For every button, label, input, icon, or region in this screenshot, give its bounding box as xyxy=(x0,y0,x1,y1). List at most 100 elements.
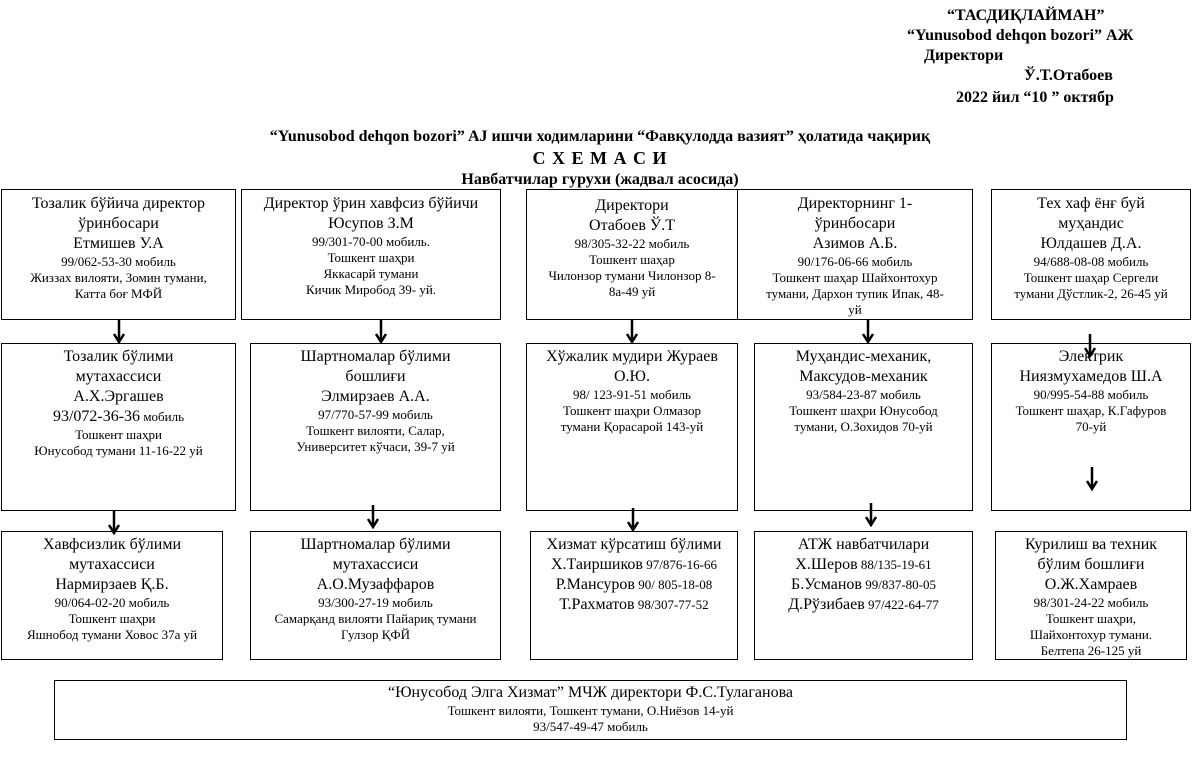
card-construction-head: Курилиш ва техник бўлим бошлиғи О.Ж.Хамр… xyxy=(995,531,1187,660)
card-contractor: “Юнусобод Элга Хизмат” МЧЖ директори Ф.С… xyxy=(54,680,1127,740)
card-address: Тошкент шаҳар Сергели xyxy=(1023,270,1159,285)
card-address: Яккасарй тумани xyxy=(323,266,419,281)
arrow-down-icon xyxy=(1083,334,1097,358)
card-address: Кичик Миробод 39- уй. xyxy=(305,282,437,297)
card-safety-deputy: Директор ўрин хавфсиз бўйичи Юсупов З.М … xyxy=(241,189,501,320)
card-person: О.Ю. xyxy=(614,368,650,385)
card-title: Хавфсизлик бўлими xyxy=(42,536,182,553)
card-title: Тозалик бўлими xyxy=(63,348,174,365)
arrow-down-icon xyxy=(626,508,640,532)
card-title: бошлиғи xyxy=(345,368,406,385)
card-phone-type: мобиль xyxy=(140,409,185,424)
arrow-down-icon xyxy=(1085,467,1099,491)
card-facility-manager: Хўжалик мудири Жураев О.Ю. 98/ 123-91-51… xyxy=(526,343,738,511)
card-person: Максудов-механик xyxy=(799,368,928,385)
card-address: Яшнобод тумани Ховос 37а уй xyxy=(26,627,198,642)
card-address: Тошкент шаҳар xyxy=(589,252,675,267)
card-address: Гулзор ҚФЙ xyxy=(340,627,411,642)
list-item: Д.Рўзибаев 97/422-64-77 xyxy=(755,595,972,615)
card-phone: 90/995-54-88 мобиль xyxy=(1033,387,1149,402)
card-title: Директор ўрин хавфсиз бўйичи xyxy=(263,195,479,212)
card-director: Директори Отабоев Ў.Т 98/305-32-22 мобил… xyxy=(526,189,738,320)
card-phone-number: 93/072-36-36 xyxy=(52,408,141,425)
card-mechanical-engineer: Муҳандис-механик, Максудов-механик 93/58… xyxy=(754,343,973,511)
card-security-specialist: Хавфсизлик бўлими мутахассиси Нармирзаев… xyxy=(1,531,223,660)
card-address: тумани Дўстлик-2, 26-45 уй xyxy=(1014,286,1168,301)
arrow-down-icon xyxy=(374,320,388,344)
staff-phone: 90/ 805-18-08 xyxy=(634,577,713,592)
list-item: Р.Мансуров 90/ 805-18-08 xyxy=(531,575,737,595)
approval-signatory: Ў.Т.Отабоев xyxy=(1024,67,1113,84)
card-address: Тошкент шаҳар, К.Гафуров xyxy=(1015,403,1167,418)
card-address: Университет кўчаси, 39-7 уй xyxy=(296,439,455,454)
approval-position: Директори xyxy=(924,47,1004,64)
staff-phone: 97/876-16-66 xyxy=(642,557,718,572)
card-person: Азимов А.Б. xyxy=(812,235,898,252)
document-title: “Yunusobod dehqon bozori” AJ ишчи ходимл… xyxy=(269,128,931,145)
arrow-down-icon xyxy=(107,511,121,535)
card-first-deputy: Директорнинг 1- ўринбосари Азимов А.Б. 9… xyxy=(737,189,973,320)
card-address: Тошкент вилояти, Салар, xyxy=(306,423,445,438)
card-address: Самарқанд вилояти Пайариқ тумани xyxy=(274,611,477,626)
card-person: А.Х.Эргашев xyxy=(73,388,164,405)
card-title: бўлим бошлиғи xyxy=(1037,556,1145,573)
list-item: Х.Шеров 88/135-19-61 xyxy=(755,555,972,575)
card-phone: 98/305-32-22 мобиль xyxy=(574,236,690,251)
card-title: ўринбосари xyxy=(814,215,896,232)
card-title: Хизмат кўрсатиш бўлими xyxy=(546,536,722,553)
staff-name: Р.Мансуров xyxy=(555,576,635,593)
card-phone: 94/688-08-08 мобиль xyxy=(1033,254,1149,269)
card-title: Хўжалик мудири Жураев xyxy=(546,348,718,365)
card-address: Чилонзор тумани Чилонзор 8- xyxy=(548,268,716,283)
card-title: Шартномалар бўлими xyxy=(300,348,451,365)
card-address: 8а-49 уй xyxy=(608,284,656,299)
card-address: Шайхонтохур тумани. xyxy=(1029,627,1153,642)
arrow-down-icon xyxy=(864,503,878,527)
card-person: Нармирзаев Қ.Б. xyxy=(55,576,169,593)
card-person: Элмирзаев А.А. xyxy=(321,388,430,405)
card-person: Юлдашев Д.А. xyxy=(1040,235,1142,252)
card-address: Катта боғ МФЙ xyxy=(74,286,163,301)
staff-name: Т.Рахматов xyxy=(559,596,635,613)
card-address: Тошкент шаҳар Шайхонтохур xyxy=(772,270,938,285)
card-title: АТЖ навбатчилари xyxy=(797,536,930,553)
card-address: Тошкент шаҳри Олмазор xyxy=(563,403,701,418)
card-contracts-specialist: Шартномалар бўлими мутахассиси А.О.Музаф… xyxy=(250,531,501,660)
card-contracts-head: Шартномалар бўлими бошлиғи Элмирзаев А.А… xyxy=(250,343,501,511)
document-subtitle: С Х Е М А С И xyxy=(532,148,668,168)
card-title: Директори xyxy=(595,197,669,214)
card-address: Тошкент шаҳри xyxy=(327,250,415,265)
approval-title: “ТАСДИҚЛАЙМАН” xyxy=(947,7,1105,24)
card-phone: 93/072-36-36 мобиль xyxy=(2,407,235,427)
card-title: муҳандис xyxy=(1058,215,1124,232)
list-item: Т.Рахматов 98/307-77-52 xyxy=(531,595,737,615)
card-title: Тех хаф ёнғ буй xyxy=(1037,195,1145,212)
card-person: О.Ж.Хамраев xyxy=(1044,576,1138,593)
staff-name: Б.Усманов xyxy=(791,576,862,593)
arrow-down-icon xyxy=(861,320,875,344)
card-person: Юсупов З.М xyxy=(328,215,414,232)
card-phone: 98/ 123-91-51 мобиль xyxy=(573,387,691,402)
card-address: тумани, О.Зохидов 70-уй xyxy=(794,419,933,434)
card-person: Отабоев Ў.Т xyxy=(589,217,675,234)
card-person: А.О.Музаффаров xyxy=(316,576,435,593)
staff-phone: 88/135-19-61 xyxy=(857,557,932,572)
staff-name: Х.Таиршиков xyxy=(550,556,643,573)
card-address: Белтепа 26-125 уй xyxy=(1040,643,1142,658)
approval-org: “Yunusobod dehqon bozori” АЖ xyxy=(907,27,1134,44)
card-phone: 97/770-57-99 мобиль xyxy=(318,407,433,422)
staff-name: Х.Шеров xyxy=(795,556,858,573)
card-phone: 99/062-53-30 мобиль xyxy=(61,254,176,269)
approval-date: 2022 йил “10 ” октябр xyxy=(956,89,1114,106)
card-person: Етмишев У.А xyxy=(73,235,164,252)
arrow-down-icon xyxy=(625,320,639,344)
card-duty-officers: АТЖ навбатчилари Х.Шеров 88/135-19-61 Б.… xyxy=(754,531,973,660)
card-address: Тошкент шаҳри Юнусобод xyxy=(789,403,938,418)
card-phone: 98/301-24-22 мобиль xyxy=(1033,595,1149,610)
card-title: Тозалик бўйича директор xyxy=(31,195,205,212)
card-phone: 90/176-06-66 мобиль xyxy=(797,254,913,269)
card-service-department: Хизмат кўрсатиш бўлими Х.Таиршиков 97/87… xyxy=(530,531,738,660)
contractor-phone: 93/547-49-47 мобиль xyxy=(533,719,648,734)
card-phone: 90/064-02-20 мобиль xyxy=(54,595,170,610)
card-address: Тошкент шаҳри, xyxy=(1045,611,1137,626)
